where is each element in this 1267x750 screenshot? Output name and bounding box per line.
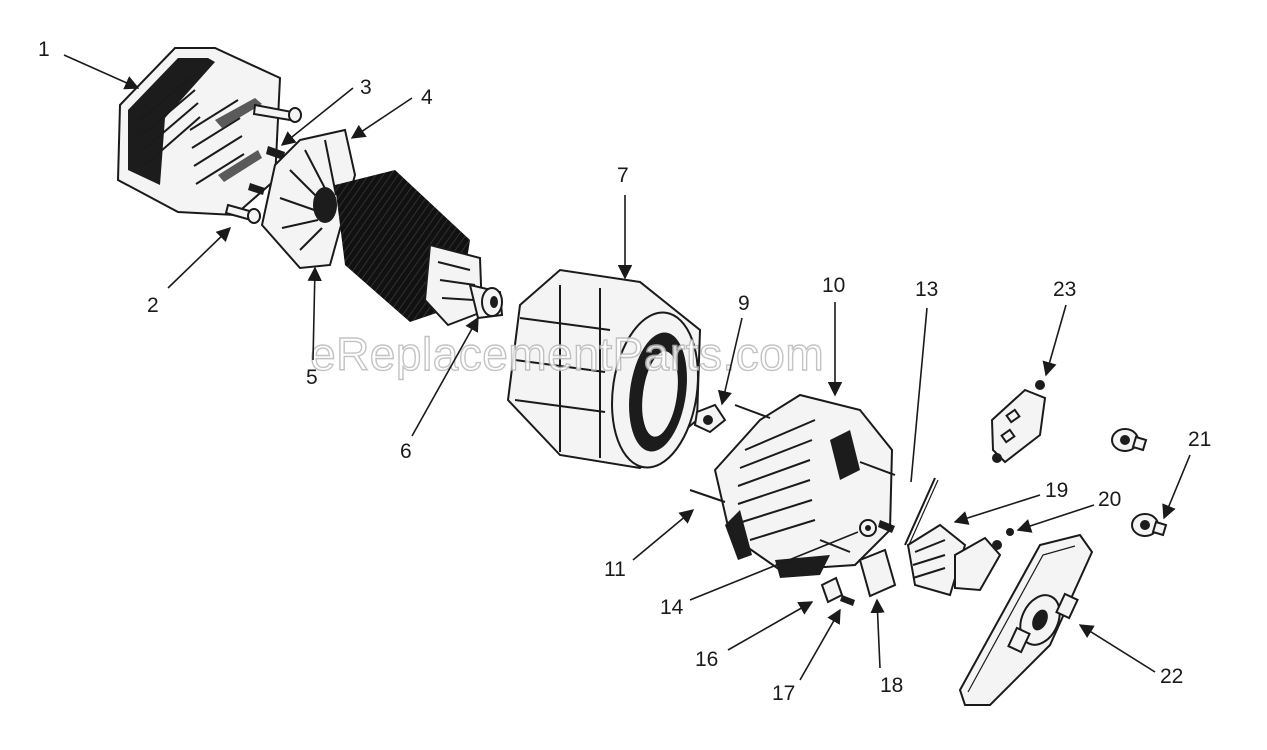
part-22-cover-plate xyxy=(958,533,1094,706)
callout-7: 7 xyxy=(617,164,629,187)
callout-2: 2 xyxy=(147,294,159,317)
part-2-bolts xyxy=(224,103,302,224)
callout-5: 5 xyxy=(306,366,318,389)
callout-16: 16 xyxy=(695,648,718,671)
callout-22: 22 xyxy=(1160,665,1183,688)
part-17-screw xyxy=(840,595,855,606)
part-4-fan xyxy=(260,128,357,270)
callout-9: 9 xyxy=(738,292,750,315)
watermark-text: eReplacementParts.com xyxy=(310,328,824,380)
part-20-screw xyxy=(1006,528,1014,536)
callouts: 1 2 3 4 5 6 7 9 10 11 13 14 16 17 18 19 xyxy=(38,38,1211,705)
part-21-connectors xyxy=(1111,428,1168,537)
part-10-front-housing xyxy=(713,393,894,578)
part-13-brush-rod xyxy=(904,477,939,548)
callout-14: 14 xyxy=(660,596,684,619)
callout-10: 10 xyxy=(822,274,845,297)
callout-18: 18 xyxy=(880,674,903,697)
callout-20: 20 xyxy=(1098,488,1121,511)
part-3-screws xyxy=(248,146,285,195)
part-11-bolts xyxy=(689,404,896,553)
part-9-diode xyxy=(693,403,727,434)
part-16-clip xyxy=(820,576,844,604)
part-23-receptacle xyxy=(990,380,1047,464)
callout-11: 11 xyxy=(604,558,626,581)
callout-3: 3 xyxy=(360,76,372,99)
part-14-nut xyxy=(859,519,895,537)
callout-23: 23 xyxy=(1053,278,1076,301)
callout-21: 21 xyxy=(1188,428,1211,451)
part-18-brush-block xyxy=(858,548,897,598)
callout-19: 19 xyxy=(1045,479,1068,502)
callout-1: 1 xyxy=(38,38,50,61)
part-5-6-rotor xyxy=(335,170,504,327)
callout-6: 6 xyxy=(400,440,412,463)
part-19-circuit-board xyxy=(906,523,1002,597)
part-7-stator xyxy=(506,268,702,470)
part-1-rear-housing xyxy=(116,47,282,217)
callout-13: 13 xyxy=(915,278,938,301)
callout-4: 4 xyxy=(421,86,433,109)
callout-17: 17 xyxy=(772,682,795,705)
